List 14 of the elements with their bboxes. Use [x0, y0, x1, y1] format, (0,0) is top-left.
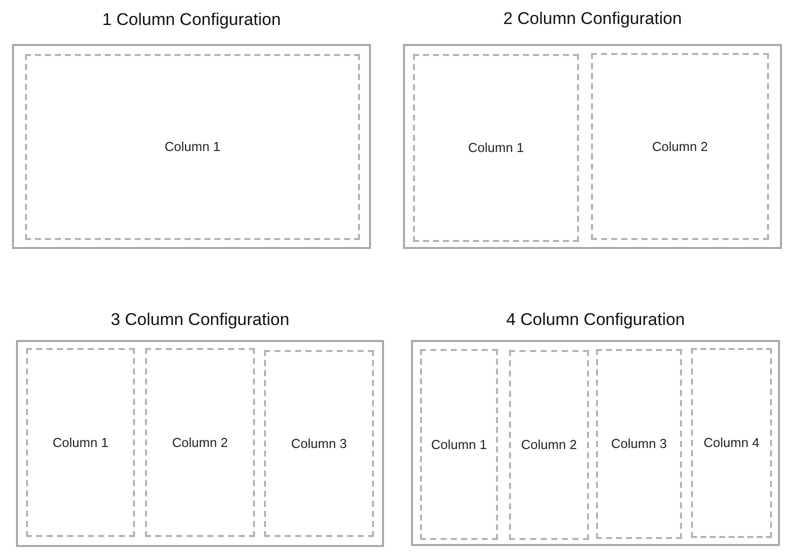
column-placeholder-field: Column 1	[413, 54, 579, 242]
column-placeholder-field: Column 3	[596, 349, 682, 539]
column-placeholder-field: Column 4	[691, 348, 772, 538]
configuration-heading: 3 Column Configuration	[110, 310, 290, 329]
column-placeholder-field: Column 1	[25, 54, 360, 240]
column-placeholder-field: Column 2	[145, 348, 255, 537]
column-placeholder-field: Column 1	[420, 349, 498, 540]
column-placeholder-field: Column 1	[26, 348, 135, 537]
column-placeholder-field: Column 3	[264, 350, 374, 537]
column-placeholder-field: Column 2	[591, 53, 769, 240]
configuration-heading: 2 Column Configuration	[503, 9, 682, 28]
column-placeholder-field: Column 2	[509, 350, 589, 540]
configuration-heading: 4 Column Configuration	[506, 310, 685, 329]
configuration-heading: 1 Column Configuration	[102, 10, 281, 29]
